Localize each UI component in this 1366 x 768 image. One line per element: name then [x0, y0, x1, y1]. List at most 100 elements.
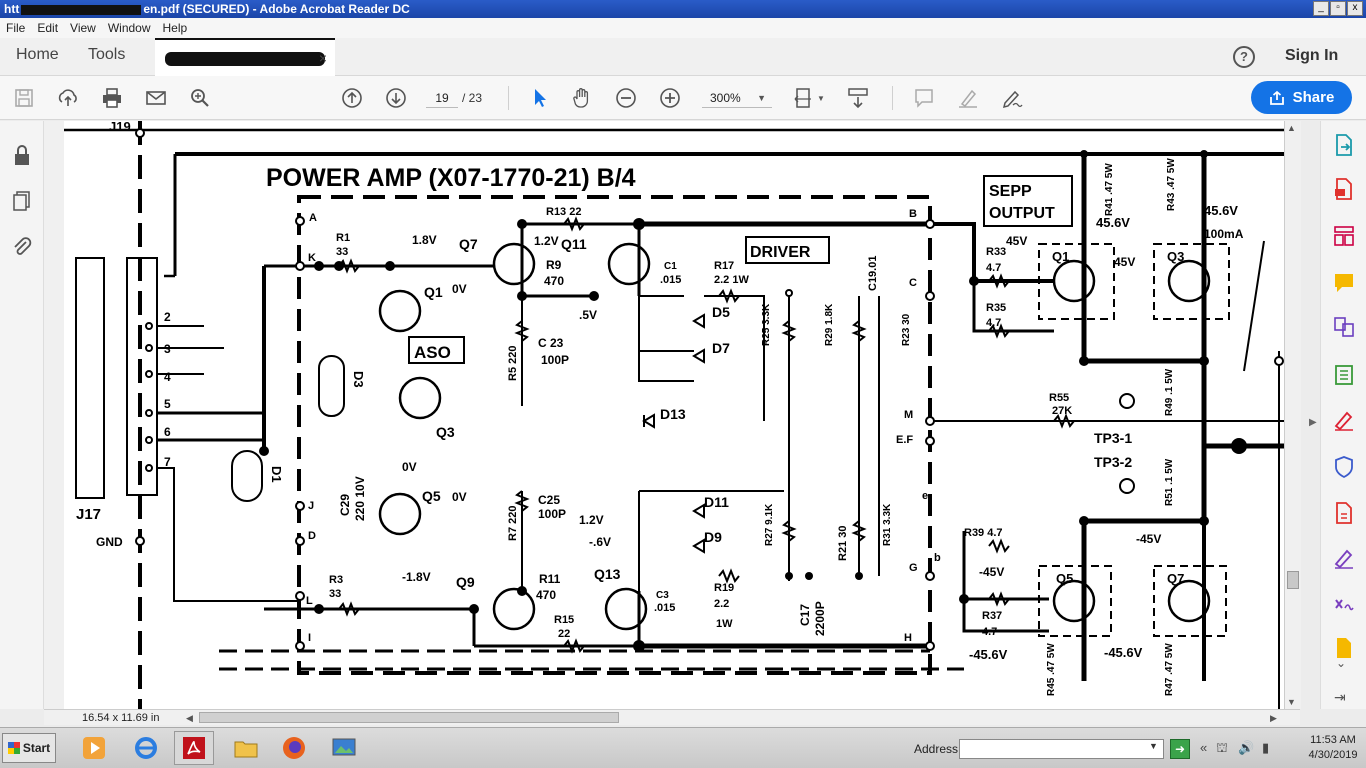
safely-remove-hardware-icon[interactable]: ⛫ — [1216, 740, 1228, 755]
internet-explorer-icon[interactable] — [126, 731, 166, 765]
menu-window[interactable]: Window — [107, 21, 151, 35]
file-explorer-icon[interactable] — [226, 731, 266, 765]
send-for-signature-icon[interactable] — [1332, 546, 1356, 570]
window-title: en.pdf (SECURED) - Adobe Acrobat Reader … — [143, 2, 410, 16]
label-d3: D3 — [351, 371, 366, 388]
lock-icon[interactable] — [10, 143, 34, 167]
comment-tool-icon[interactable] — [1332, 271, 1356, 295]
share-label: Share — [1292, 89, 1335, 106]
start-button[interactable]: Start — [2, 733, 56, 763]
fill-sign-icon[interactable] — [1332, 408, 1356, 432]
minimize-button[interactable]: _ — [1313, 1, 1329, 16]
label-node-g: G — [909, 562, 918, 574]
maximize-button[interactable]: ▫ — [1330, 1, 1346, 16]
export-pdf-icon[interactable] — [1332, 133, 1356, 157]
label-q11: Q11 — [561, 236, 587, 252]
fit-page-chevron-icon[interactable]: ▼ — [817, 94, 825, 103]
menu-file[interactable]: File — [6, 21, 26, 35]
page-total: / 23 — [462, 91, 483, 105]
share-icon — [1269, 90, 1284, 105]
menu-help[interactable]: Help — [162, 21, 188, 35]
close-window-button[interactable]: x — [1347, 1, 1363, 16]
label-voltage-45v-a: 45V — [1006, 234, 1027, 248]
help-icon[interactable]: ? — [1233, 46, 1255, 68]
fit-page-icon[interactable] — [792, 86, 816, 110]
redact-tool-icon[interactable] — [1332, 592, 1356, 616]
tab-tools[interactable]: Tools — [88, 46, 126, 63]
label-j17: J17 — [76, 506, 101, 523]
scroll-left-icon[interactable]: ◀ — [186, 713, 193, 723]
expand-tray-icon[interactable]: « — [1200, 740, 1208, 755]
email-icon[interactable] — [144, 86, 168, 110]
menu-edit[interactable]: Edit — [37, 21, 59, 35]
previous-page-icon[interactable] — [340, 86, 364, 110]
label-r47: R47 .47 5W — [1164, 643, 1175, 696]
combine-files-icon[interactable] — [1332, 315, 1356, 339]
label-driver: DRIVER — [750, 244, 811, 261]
system-clock[interactable]: 11:53 AM 4/30/2019 — [1300, 733, 1366, 763]
address-input[interactable] — [959, 739, 1164, 759]
collapse-right-panel-icon[interactable]: ▶ — [1309, 417, 1317, 428]
windows-taskbar: Start Address ▼ ➜ « ⛫ 🔊 ▮ 11:53 AM 4/30/… — [0, 727, 1366, 768]
panel-chevron-down-icon[interactable]: ⌄ — [1336, 656, 1347, 670]
select-cursor-icon[interactable] — [528, 86, 552, 110]
upload-icon[interactable] — [56, 86, 80, 110]
label-voltage-minus-6v: -.6V — [589, 535, 611, 549]
label-voltage-5v: .5V — [579, 308, 597, 322]
next-page-icon[interactable] — [384, 86, 408, 110]
label-d7: D7 — [712, 340, 730, 356]
acrobat-reader-taskbar-icon[interactable] — [174, 731, 214, 765]
edit-pdf-icon[interactable] — [1332, 501, 1356, 525]
horizontal-scroll-thumb[interactable] — [199, 712, 619, 723]
scroll-up-icon[interactable]: ▲ — [1287, 123, 1296, 133]
organize-pages-icon[interactable] — [1332, 224, 1356, 248]
zoom-level-select[interactable]: 300%▼ — [702, 88, 772, 108]
attachment-icon[interactable] — [10, 235, 34, 259]
redacted-doc-name — [165, 52, 325, 66]
save-icon[interactable] — [12, 86, 36, 110]
vertical-scrollbar[interactable]: ▲ ▼ — [1284, 121, 1301, 709]
go-arrow-icon[interactable]: ➜ — [1170, 739, 1190, 759]
create-pdf-icon[interactable] — [1332, 177, 1356, 201]
compress-pdf-icon[interactable] — [1332, 363, 1356, 387]
scrolling-mode-icon[interactable] — [846, 86, 870, 110]
clock-time: 11:53 AM — [1310, 734, 1356, 746]
page-number-input[interactable]: 19 — [426, 88, 458, 108]
print-icon[interactable] — [100, 86, 124, 110]
page-thumbnails-icon[interactable] — [10, 189, 34, 213]
media-player-icon[interactable] — [74, 731, 114, 765]
label-pin4: 4 — [164, 370, 171, 384]
close-tab-icon[interactable]: × — [318, 50, 327, 66]
tab-home[interactable]: Home — [16, 46, 59, 63]
protect-icon[interactable] — [1332, 455, 1356, 479]
tab-document[interactable]: × — [155, 38, 335, 76]
menu-view[interactable]: View — [70, 21, 96, 35]
label-j19: J19 — [109, 121, 131, 134]
scroll-right-icon[interactable]: ▶ — [1270, 713, 1277, 723]
share-button[interactable]: Share — [1251, 81, 1352, 114]
comment-icon[interactable] — [912, 86, 936, 110]
sign-pen-icon[interactable] — [1000, 86, 1024, 110]
zoom-in-icon[interactable] — [658, 86, 682, 110]
label-c25-value: 100P — [538, 507, 566, 521]
scroll-thumb[interactable] — [1287, 571, 1299, 589]
label-r37: R37 — [982, 610, 1002, 622]
more-tools-icon[interactable] — [1332, 636, 1356, 660]
sign-in-link[interactable]: Sign In — [1285, 47, 1339, 64]
firefox-icon[interactable] — [274, 731, 314, 765]
desktop-icon[interactable] — [324, 731, 364, 765]
scroll-down-icon[interactable]: ▼ — [1287, 697, 1296, 707]
address-dropdown-icon[interactable]: ▼ — [1149, 741, 1158, 751]
label-c29-value: 220 10V — [353, 476, 367, 521]
panel-expand-icon[interactable]: ⇥ — [1334, 689, 1346, 705]
network-icon[interactable]: ▮ — [1262, 740, 1270, 755]
search-icon[interactable] — [188, 86, 212, 110]
document-view[interactable]: POWER AMP (X07-1770-21) B/4 J19 J17 GND … — [44, 121, 1284, 709]
label-r3-value: 33 — [329, 588, 341, 600]
label-d5: D5 — [712, 304, 730, 320]
highlight-icon[interactable] — [956, 86, 980, 110]
hand-tool-icon[interactable] — [570, 86, 594, 110]
zoom-out-icon[interactable] — [614, 86, 638, 110]
volume-icon[interactable]: 🔊 — [1238, 740, 1255, 755]
